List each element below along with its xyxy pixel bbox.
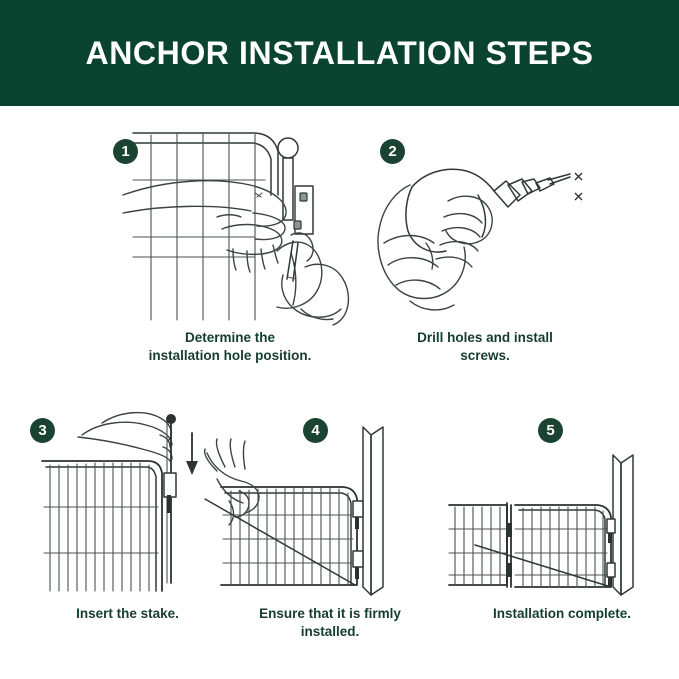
step-5-badge: 5 [538,418,563,443]
step-1-illustration [122,132,350,326]
step-4-illustration [203,426,384,596]
step-3-caption: Insert the stake. [20,605,235,623]
step-3-caption-line1: Insert the stake. [76,606,179,621]
step-4-caption: Ensure that it is firmly installed. [215,605,445,641]
page-title: ANCHOR INSTALLATION STEPS [85,35,594,71]
step-1: 1 [105,125,355,375]
step-1-number: 1 [121,143,130,160]
drill-mark-upper [574,172,583,181]
step-5-caption-line1: Installation complete. [492,606,632,621]
step-3-number: 3 [38,422,47,439]
step-4-caption-line2: installed. [300,623,360,639]
step-4-caption-line1: Ensure that it is firmly [259,606,401,621]
step-4: 4 [203,405,445,655]
step-4-badge: 4 [303,418,328,443]
steps-container: 1 [0,106,679,679]
step-2-caption-line2: screws. [460,347,510,363]
step-2-illustration [377,168,583,311]
step-2-badge: 2 [380,139,405,164]
down-arrow-icon [186,432,198,475]
page-header: ANCHOR INSTALLATION STEPS [0,0,679,106]
step-2-caption: Drill holes and install screws. [370,329,600,365]
step-1-caption-line1: Determine the [184,330,276,345]
step-3-badge: 3 [30,418,55,443]
step-2-caption-line1: Drill holes and install [417,330,553,345]
step-2: 2 [370,125,600,375]
step-4-number: 4 [311,422,320,439]
step-5-illustration [448,454,634,596]
step-5: 5 [445,405,679,655]
step-3: 3 [20,405,235,655]
step-1-caption: Determine the installation hole position… [115,329,345,365]
step-1-caption-line2: installation hole position. [148,347,312,363]
step-3-illustration [41,411,198,592]
step-5-caption: Installation complete. [445,605,679,623]
step-2-number: 2 [388,143,397,160]
drill-mark-lower [574,192,583,201]
step-5-number: 5 [546,422,555,439]
